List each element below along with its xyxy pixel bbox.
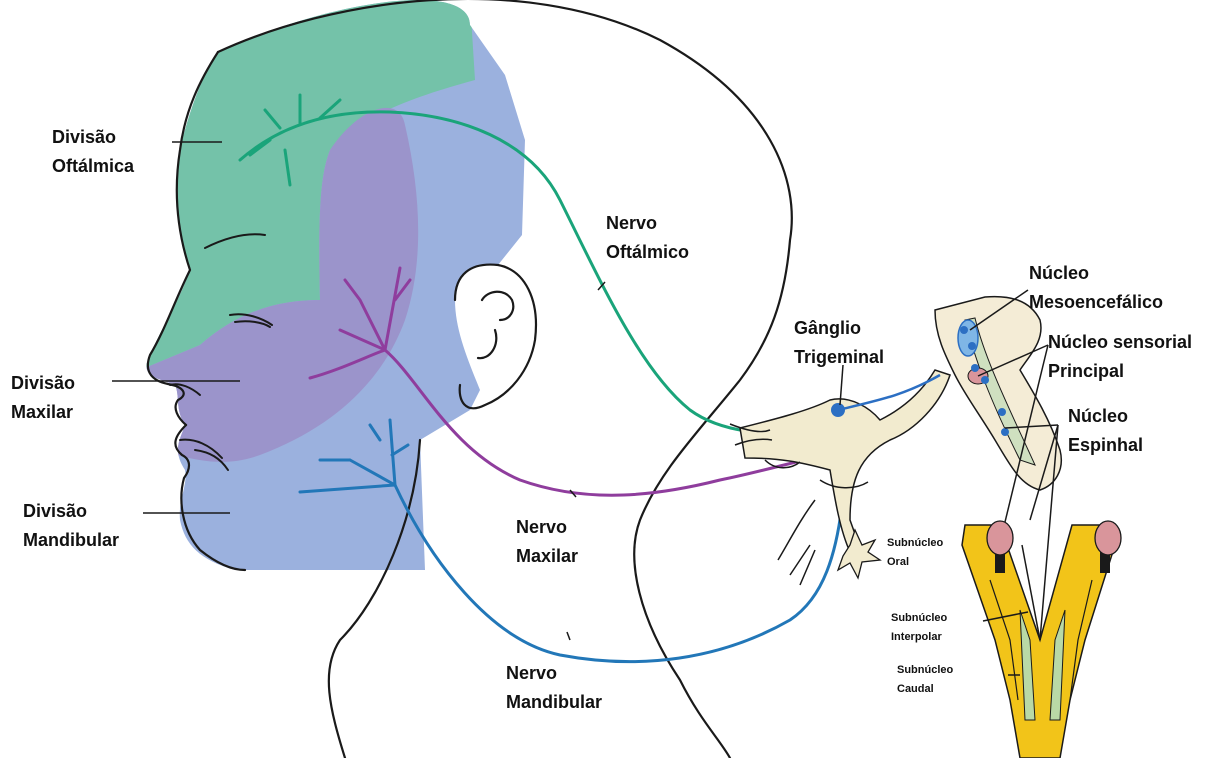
label-nervo-maxilar: Nervo Maxilar: [516, 513, 578, 571]
label-divisao-mandibular: Divisão Mandibular: [23, 497, 119, 555]
dermatome-zones: [140, 0, 540, 600]
label-nervo-mandibular: Nervo Mandibular: [506, 659, 602, 717]
label-divisao-oftalmica: Divisão Oftálmica: [52, 123, 134, 181]
label-nucleo-espinhal: Núcleo Espinhal: [1068, 402, 1143, 460]
label-subnucleo-interpolar: Subnúcleo Interpolar: [891, 609, 947, 647]
label-subnucleo-oral: Subnúcleo Oral: [887, 534, 943, 572]
label-subnucleo-caudal: Subnúcleo Caudal: [897, 661, 953, 699]
label-ganglio-trigeminal: Gânglio Trigeminal: [794, 314, 884, 372]
label-nucleo-sensorial-principal: Núcleo sensorial Principal: [1048, 328, 1192, 386]
brainstem: [935, 297, 1061, 490]
label-nucleo-mesoencefalico: Núcleo Mesoencefálico: [1029, 259, 1163, 317]
spinal-cord-section: [962, 521, 1121, 758]
label-nervo-oftalmico: Nervo Oftálmico: [606, 209, 689, 267]
label-divisao-maxilar: Divisão Maxilar: [11, 369, 75, 427]
